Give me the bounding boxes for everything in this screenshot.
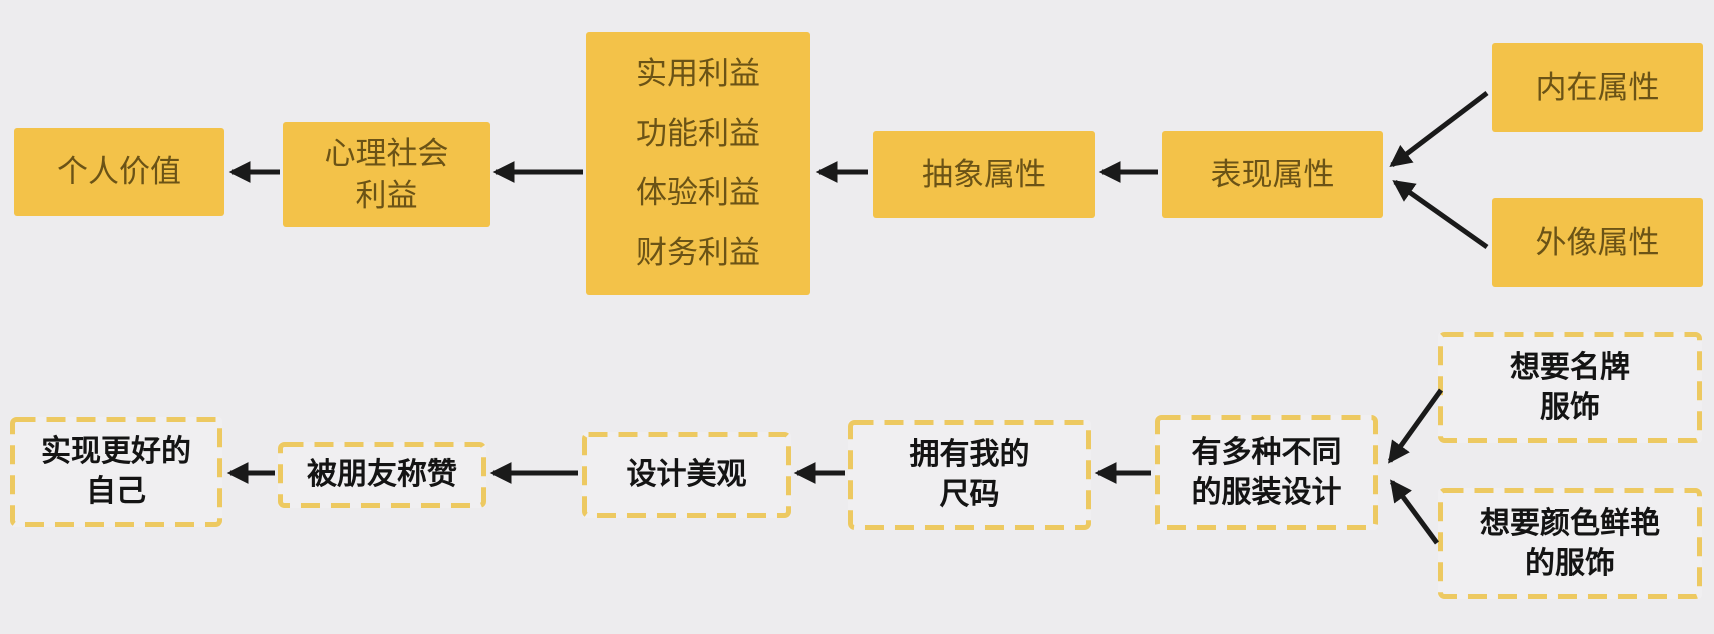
arrow-bright-to-designs	[1389, 479, 1440, 545]
node-label: 外像属性	[1535, 224, 1660, 260]
node-label: 的服装设计	[1191, 475, 1342, 509]
node-intrinsic-attributes: 内在属性	[1492, 43, 1703, 132]
node-want-brand-clothes: 想要名牌 服饰	[1438, 332, 1702, 443]
node-label: 实现更好的	[41, 435, 191, 468]
node-label: 个人价值	[57, 154, 181, 189]
arrow-external-to-performance	[1392, 179, 1489, 250]
node-label: 服饰	[1540, 390, 1600, 424]
node-psycho-social-benefit: 心理社会 利益	[283, 122, 490, 227]
node-label: 功能利益	[636, 115, 760, 151]
node-label: 想要名牌	[1510, 350, 1630, 384]
node-label: 自己	[86, 475, 146, 508]
node-many-clothing-designs: 有多种不同 的服装设计	[1155, 415, 1378, 530]
node-label: 拥有我的	[909, 438, 1030, 471]
node-want-bright-clothes: 想要颜色鲜艳 的服饰	[1438, 488, 1702, 599]
arrow-brand-to-designs	[1387, 388, 1444, 464]
node-personal-value: 个人价值	[14, 128, 224, 216]
node-label: 想要颜色鲜艳	[1480, 506, 1660, 540]
node-label: 有多种不同	[1191, 435, 1342, 469]
arrow-intrinsic-to-performance	[1389, 91, 1489, 167]
node-label: 利益	[355, 177, 418, 213]
node-label: 财务利益	[636, 234, 760, 270]
node-become-better-self: 实现更好的 自己	[10, 417, 222, 527]
node-benefit-types: 实用利益 功能利益 体验利益 财务利益	[586, 32, 810, 295]
node-label: 设计美观	[626, 458, 747, 491]
node-has-my-size: 拥有我的 尺码	[848, 420, 1091, 530]
node-label: 尺码	[939, 478, 1000, 511]
node-label: 表现属性	[1210, 156, 1335, 192]
node-performance-attributes: 表现属性	[1162, 131, 1383, 218]
node-label: 心理社会	[324, 135, 449, 171]
node-label: 体验利益	[636, 175, 760, 211]
node-beautiful-design: 设计美观	[582, 432, 791, 518]
node-label: 被朋友称赞	[307, 458, 457, 491]
node-label: 内在属性	[1535, 69, 1660, 105]
node-external-attributes: 外像属性	[1492, 198, 1703, 287]
node-label: 的服饰	[1525, 546, 1615, 580]
node-praised-by-friends: 被朋友称赞	[278, 442, 486, 508]
node-abstract-attributes: 抽象属性	[873, 131, 1095, 218]
node-label: 抽象属性	[922, 156, 1046, 192]
node-label: 实用利益	[636, 56, 760, 92]
